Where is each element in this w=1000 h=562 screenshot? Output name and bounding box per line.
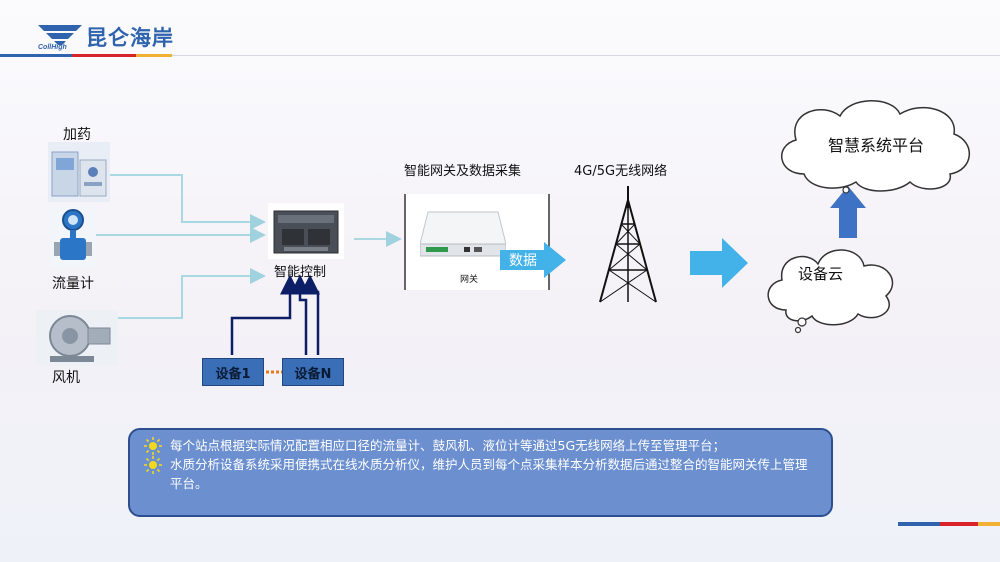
device-cloud-shape	[767, 249, 894, 334]
flowmeter-icon	[50, 206, 96, 268]
brand-subtitle: CollHigh	[38, 44, 67, 51]
plc-controller-icon	[268, 203, 344, 259]
source-label-blower: 风机	[52, 370, 80, 386]
device-label-n: 设备N	[294, 366, 332, 382]
blower-icon	[36, 310, 118, 366]
controller-label: 智能控制	[274, 265, 327, 280]
cell-tower-icon	[599, 186, 657, 303]
header-underline	[0, 54, 1000, 57]
note-item: 每个站点根据实际情况配置相应口径的流量计、鼓风机、液位计等通过5G无线网络上传至…	[144, 436, 817, 455]
data-arrow-label: 数据	[509, 253, 537, 269]
source-label-flowmeter: 流量计	[52, 276, 94, 292]
note-text-2: 水质分析设备系统采用便携式在线水质分析仪，维护人员到每个点采集样本分析数据后通过…	[170, 457, 808, 491]
sun-bullet-icon	[144, 456, 162, 474]
sun-bullet-icon	[144, 437, 162, 455]
note-text-1: 每个站点根据实际情况配置相应口径的流量计、鼓风机、液位计等通过5G无线网络上传至…	[170, 438, 726, 453]
brand-name: 昆仑海岸	[86, 25, 174, 50]
device-box-1: 设备1	[202, 358, 264, 386]
gateway-device-label: 网关	[460, 275, 479, 285]
device-label-1: 设备1	[215, 366, 251, 382]
footer-accent-bar	[898, 522, 1000, 526]
source-label-dosing: 加药	[63, 127, 91, 143]
up-arrow-icon	[830, 186, 866, 238]
data-arrow-icon	[500, 242, 566, 278]
device-cloud-label: 设备云	[798, 265, 844, 283]
dosing-machine-icon	[48, 142, 110, 202]
platform-cloud-shape	[780, 100, 971, 194]
platform-label: 智慧系统平台	[828, 136, 925, 155]
to-cloud-arrow-icon	[690, 238, 748, 288]
note-item: 水质分析设备系统采用便携式在线水质分析仪，维护人员到每个点采集样本分析数据后通过…	[144, 455, 817, 493]
notes-box: 每个站点根据实际情况配置相应口径的流量计、鼓风机、液位计等通过5G无线网络上传至…	[128, 428, 833, 517]
network-title: 4G/5G无线网络	[574, 164, 668, 179]
device-box-n: 设备N	[282, 358, 344, 386]
gateway-router-icon	[420, 211, 506, 257]
brand-logo-icon	[38, 25, 82, 45]
gateway-title: 智能网关及数据采集	[404, 164, 522, 179]
